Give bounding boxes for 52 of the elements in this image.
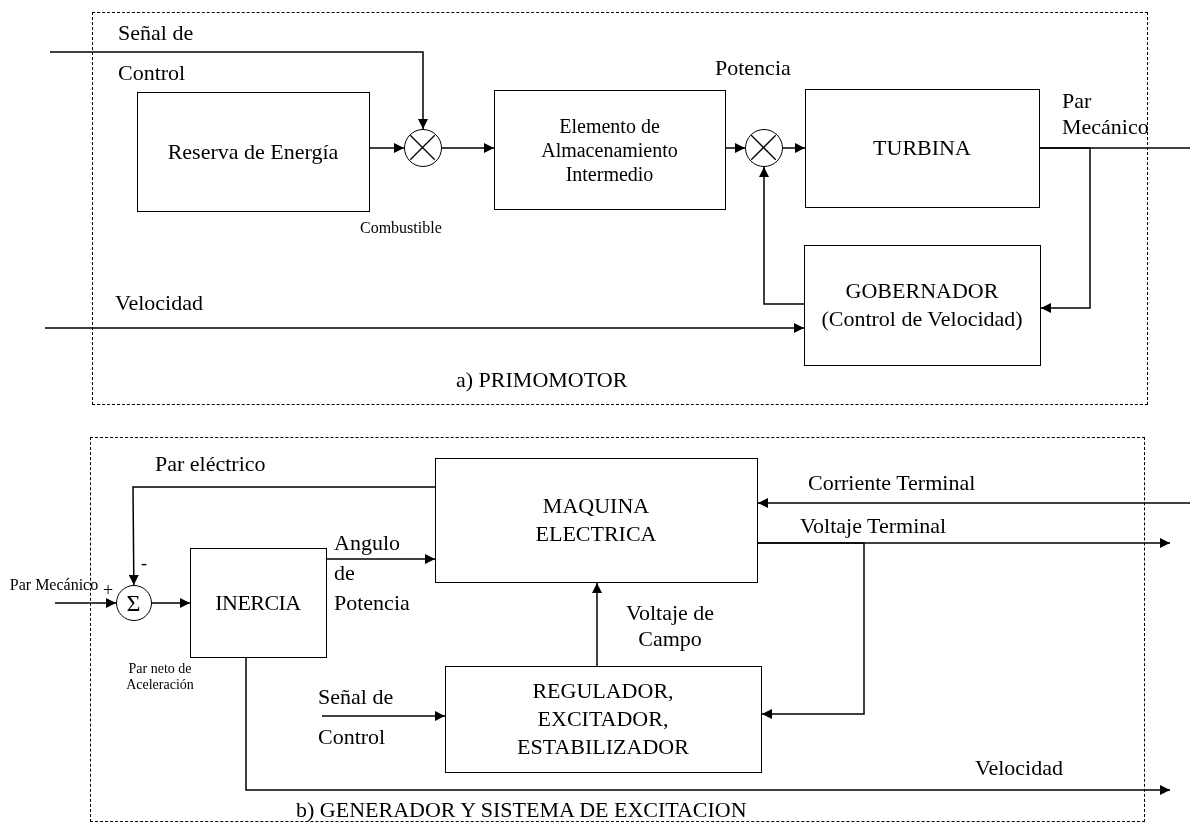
signal-arrow: [369, 143, 405, 153]
edge-label: Señal de Control: [318, 683, 395, 751]
edge-label: Velocidad: [975, 755, 1063, 781]
block-text: TURBINA: [873, 134, 971, 162]
signal-arrow: [128, 486, 436, 586]
block-text: INERCIA: [215, 588, 301, 617]
panel-title: b) GENERADOR Y SISTEMA DE EXCITACION: [296, 797, 747, 823]
signal-arrow: [725, 143, 746, 153]
block-text: Reserva de Energía: [167, 137, 339, 166]
edge-label: Velocidad: [115, 290, 203, 316]
dashed-panel: [92, 12, 1148, 405]
signal-arrow: [44, 323, 805, 333]
signal-arrow: [757, 542, 865, 719]
edge-label: Par Mecánico: [8, 575, 100, 595]
block-box: [434, 457, 758, 583]
signal-arrow: [245, 657, 1171, 795]
summing-junction: Σ: [115, 584, 152, 621]
block-text: MAQUINA ELECTRICA: [535, 492, 657, 548]
block-box: [136, 91, 370, 212]
signal-arrow: [54, 598, 117, 608]
edge-label: Potencia: [715, 55, 791, 81]
signal-arrow: [441, 143, 495, 153]
signal-arrow: [49, 51, 428, 130]
edge-label: Par Mecánico: [1062, 88, 1149, 140]
signal-arrow: [1039, 147, 1091, 313]
signal-arrow: [326, 554, 436, 564]
signal-arrow: [759, 166, 805, 305]
sign-label: -: [141, 553, 147, 573]
edge-label: Corriente Terminal: [808, 470, 976, 496]
edge-label: Voltaje Terminal: [800, 512, 947, 540]
block-box: [804, 88, 1040, 208]
block-box: [189, 547, 327, 658]
signal-arrow: [782, 143, 806, 153]
signal-arrow: [321, 711, 446, 721]
edge-label: Combustible: [360, 218, 442, 238]
block-text: GOBERNADOR: [845, 277, 999, 305]
edge-label: Señal de Control: [118, 19, 195, 87]
sign-label: +: [103, 580, 114, 600]
block-box: [444, 665, 762, 773]
signal-arrow: [757, 498, 1191, 508]
block-text: Elemento de Almacenamiento Intermedio: [540, 113, 679, 186]
panel-title: a) PRIMOMOTOR: [456, 367, 628, 393]
edge-label: Par eléctrico: [155, 451, 266, 477]
signal-arrow: [151, 598, 191, 608]
block-box: [493, 89, 726, 210]
edge-label: Voltaje de Campo: [624, 600, 716, 652]
block-text: (Control de Velocidad): [821, 305, 1023, 333]
edge-label: Par neto de Aceleración: [125, 661, 195, 693]
edge-label: Angulo de Potencia: [334, 529, 410, 617]
block-text: REGULADOR, EXCITADOR, ESTABILIZADOR: [517, 677, 689, 761]
signal-arrow: [592, 582, 602, 667]
block-box: [803, 244, 1041, 366]
